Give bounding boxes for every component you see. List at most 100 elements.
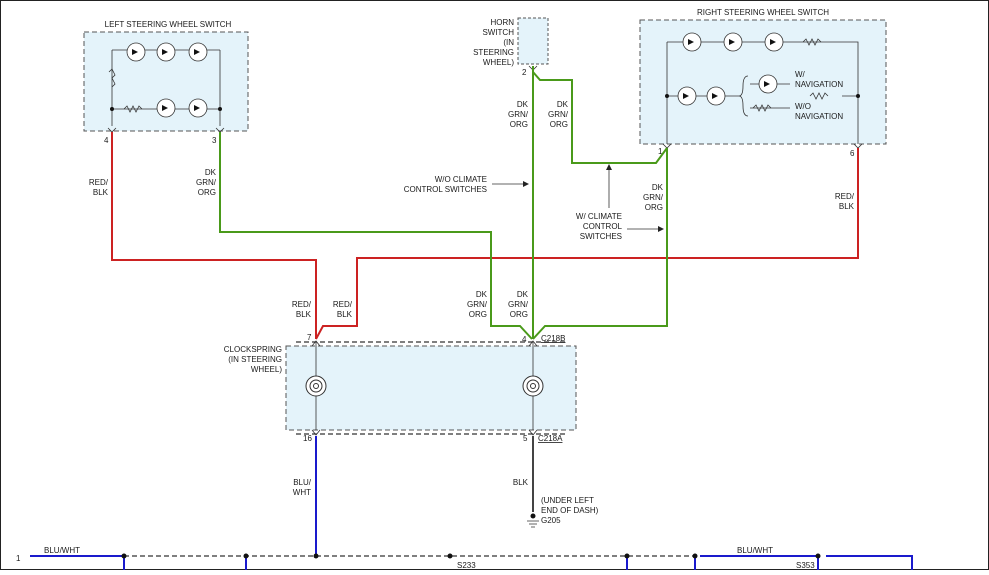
wo-climate-arrow-head-icon bbox=[523, 181, 529, 187]
label-grn-branch-1: DK bbox=[557, 100, 569, 109]
left-switch-pin-3: 3 bbox=[212, 136, 217, 145]
label-red-blk-left-1: RED/ bbox=[89, 178, 109, 187]
left-switch-led-icon-4 bbox=[156, 98, 176, 118]
wire-dk-grn-org-horn-branch bbox=[532, 71, 668, 164]
label-blu-wht-1: BLU/ bbox=[293, 478, 312, 487]
with-nav-label-1: W/ bbox=[795, 70, 806, 79]
ground-g205: (UNDER LEFT END OF DASH) G205 bbox=[527, 496, 599, 528]
right-switch-led-icon-2 bbox=[723, 32, 743, 52]
label-grn-branch-2: GRN/ bbox=[548, 110, 569, 119]
label-grn-left-3: ORG bbox=[198, 188, 216, 197]
clockspring-pin-16: 16 bbox=[303, 434, 312, 443]
left-switch-title: LEFT STEERING WHEEL SWITCH bbox=[105, 20, 232, 29]
label-grn-cs-right-2: GRN/ bbox=[508, 300, 529, 309]
bus-page-ref: 1 bbox=[16, 554, 21, 563]
clockspring-pin-5: 5 bbox=[523, 434, 528, 443]
left-resistor-horizontal bbox=[123, 105, 143, 113]
wire-red-blk-right bbox=[315, 148, 859, 340]
right-switch-pin-6: 6 bbox=[850, 149, 855, 158]
label-grn-right-2: GRN/ bbox=[643, 193, 664, 202]
left-steering-wheel-switch: LEFT STEERING WHEEL SWITCH 4 3 bbox=[83, 20, 249, 145]
clockspring-label-3: WHEEL) bbox=[251, 365, 282, 374]
horn-label-5: WHEEL) bbox=[483, 58, 514, 67]
label-red-blk-right-2: BLK bbox=[839, 202, 855, 211]
label-grn-left-2: GRN/ bbox=[196, 178, 217, 187]
clockspring-coil-icon-right bbox=[522, 375, 544, 397]
with-nav-label-2: NAVIGATION bbox=[795, 80, 843, 89]
wire-dk-grn-org-right bbox=[532, 148, 668, 340]
label-grn-right-1: DK bbox=[652, 183, 664, 192]
wires bbox=[111, 66, 859, 556]
horn-switch: HORN SWITCH (IN STEERING WHEEL) 2 bbox=[473, 17, 549, 77]
label-red-blk-cs-left-2: BLK bbox=[296, 310, 312, 319]
wo-climate-label-2: CONTROL SWITCHES bbox=[404, 185, 487, 194]
clockspring-pin-7: 7 bbox=[307, 333, 312, 342]
horn-label-3: (IN bbox=[503, 38, 514, 47]
label-red-blk-cs-left-1: RED/ bbox=[292, 300, 312, 309]
annotations: W/O CLIMATE CONTROL SWITCHES W/ CLIMATE … bbox=[404, 164, 664, 241]
right-switch-title: RIGHT STEERING WHEEL SWITCH bbox=[697, 8, 829, 17]
label-grn-horn-3: ORG bbox=[510, 120, 528, 129]
clockspring-label-2: (IN STEERING bbox=[228, 355, 282, 364]
right-steering-wheel-switch: RIGHT STEERING WHEEL SWITCH W/ NAVIGATIO… bbox=[639, 8, 887, 158]
splice-s353: S353 bbox=[796, 561, 815, 570]
horn-switch-box bbox=[517, 17, 549, 65]
left-switch-led-icon-5 bbox=[188, 98, 208, 118]
label-red-blk-cs-right-2: BLK bbox=[337, 310, 353, 319]
label-red-blk-right-1: RED/ bbox=[835, 192, 855, 201]
horn-pin-2: 2 bbox=[522, 68, 527, 77]
wire-red-blk-left bbox=[111, 132, 317, 339]
label-grn-branch-3: ORG bbox=[550, 120, 568, 129]
left-switch-pin-4: 4 bbox=[104, 136, 109, 145]
label-grn-cs-right-1: DK bbox=[517, 290, 529, 299]
label-grn-horn-2: GRN/ bbox=[508, 110, 529, 119]
right-switch-led-icon-4 bbox=[677, 86, 697, 106]
label-grn-left-1: DK bbox=[205, 168, 217, 177]
clockspring-coil-icon-left bbox=[305, 375, 327, 397]
option-brace bbox=[738, 75, 749, 117]
bus-label-right: BLU/WHT bbox=[737, 546, 773, 555]
right-resistor-wo-nav bbox=[752, 104, 772, 112]
left-switch-led-icon-3 bbox=[188, 42, 208, 62]
ground-label-1: (UNDER LEFT bbox=[541, 496, 594, 505]
right-switch-pin-1: 1 bbox=[658, 147, 663, 156]
right-resistor-mid bbox=[809, 92, 829, 100]
clockspring-pin-4: 4 bbox=[522, 335, 527, 344]
connector-c218a: C218A bbox=[538, 434, 563, 443]
label-red-blk-cs-right-1: RED/ bbox=[333, 300, 353, 309]
right-resistor-top bbox=[802, 38, 822, 46]
ground-icon bbox=[527, 520, 539, 528]
w-climate-label-1: W/ CLIMATE bbox=[576, 212, 622, 221]
horn-label-2: SWITCH bbox=[482, 28, 514, 37]
left-switch-led-icon-2 bbox=[156, 42, 176, 62]
label-red-blk-left-2: BLK bbox=[93, 188, 109, 197]
right-switch-led-icon-1 bbox=[682, 32, 702, 52]
clockspring-label-1: CLOCKSPRING bbox=[224, 345, 282, 354]
horn-label-4: STEERING bbox=[473, 48, 514, 57]
connector-c218b: C218B bbox=[541, 334, 565, 343]
w-climate-arrow-right-head-icon bbox=[658, 226, 664, 232]
right-switch-led-icon-nav bbox=[758, 74, 778, 94]
wo-climate-label-1: W/O CLIMATE bbox=[435, 175, 487, 184]
label-grn-cs-right-3: ORG bbox=[510, 310, 528, 319]
clockspring: CLOCKSPRING (IN STEERING WHEEL) 7 4 C218… bbox=[224, 333, 577, 443]
label-grn-cs-left-1: DK bbox=[476, 290, 488, 299]
ground-id: G205 bbox=[541, 516, 561, 525]
wire-labels: RED/ BLK DK GRN/ ORG DK GRN/ ORG DK GRN/… bbox=[89, 100, 855, 497]
w-climate-arrow-up-head-icon bbox=[606, 164, 612, 170]
bottom-bus: 1 BLU/WHT BLU/WHT S233 S353 bbox=[16, 546, 913, 570]
bus-drops bbox=[123, 556, 819, 570]
horn-label-1: HORN bbox=[490, 18, 514, 27]
right-switch-led-icon-3 bbox=[764, 32, 784, 52]
ground-label-2: END OF DASH) bbox=[541, 506, 599, 515]
bus-wire-right bbox=[700, 555, 913, 570]
label-grn-horn-1: DK bbox=[517, 100, 529, 109]
wire-dk-grn-org-left bbox=[219, 132, 533, 340]
w-climate-label-2: CONTROL bbox=[583, 222, 623, 231]
left-resistor-vertical bbox=[108, 68, 116, 88]
label-grn-right-3: ORG bbox=[645, 203, 663, 212]
label-grn-cs-left-2: GRN/ bbox=[467, 300, 488, 309]
without-nav-label-1: W/O bbox=[795, 102, 811, 111]
